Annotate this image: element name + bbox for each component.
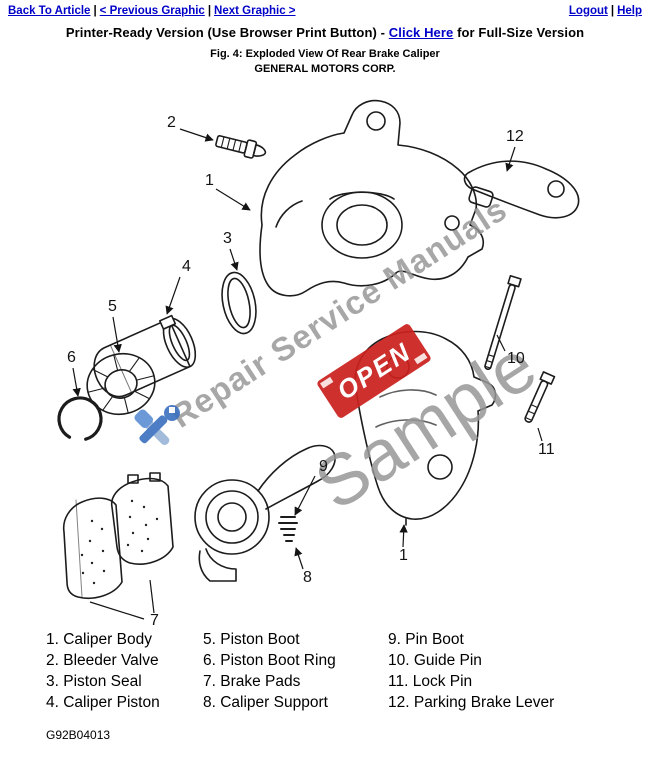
legend-item: 8. Caliper Support [203, 694, 328, 711]
exploded-diagram: Repair Service Manuals Sample OPEN [57, 99, 580, 629]
figure-caption: Fig. 4: Exploded View Of Rear Brake Cali… [210, 48, 440, 60]
caliper-support-inner-part [194, 444, 336, 582]
page: Back To Article|< Previous Graphic|Next … [0, 0, 650, 742]
piston-boot-ring-part [57, 396, 103, 442]
callout-leaders [72, 128, 543, 620]
parking-brake-lever-part [463, 160, 580, 219]
callout-part-6: 6 [67, 349, 76, 366]
help-link[interactable]: Help [617, 5, 642, 17]
title-prefix: Printer-Ready Version (Use Browser Print… [65, 25, 389, 40]
tools-watermark-icon [134, 405, 180, 446]
full-size-version-link[interactable]: Click Here [388, 25, 454, 40]
separator: | [610, 5, 615, 17]
legend-column-3: 9. Pin Boot 10. Guide Pin 11. Lock Pin 1… [388, 629, 554, 713]
parts-legend: 1. Caliper Body 2. Bleeder Valve 3. Pist… [0, 629, 650, 713]
piston-seal-part [221, 271, 257, 335]
separator: | [93, 5, 97, 17]
callout-part-8: 8 [303, 569, 312, 586]
page-title: Printer-Ready Version (Use Browser Print… [0, 25, 650, 40]
callout-part-11: 11 [538, 441, 555, 458]
brake-pad-inner-part [110, 472, 174, 565]
legend-item: 4. Caliper Piston [46, 694, 160, 711]
legend-column-2: 5. Piston Boot 6. Piston Boot Ring 7. Br… [203, 629, 388, 713]
callout-part-12: 12 [506, 128, 524, 145]
back-to-article-link[interactable]: Back To Article [8, 5, 91, 17]
legend-item: 11. Lock Pin [388, 673, 473, 690]
previous-graphic-link[interactable]: < Previous Graphic [99, 5, 205, 17]
callout-part-1b: 1 [399, 547, 408, 564]
callout-part-2: 2 [167, 114, 176, 131]
legend-item: 10. Guide Pin [388, 652, 482, 669]
separator: | [207, 5, 212, 17]
callout-part-5: 5 [108, 298, 117, 315]
nav-left-group: Back To Article|< Previous Graphic|Next … [8, 5, 296, 17]
callout-part-1: 1 [205, 172, 214, 189]
callout-part-3: 3 [223, 230, 232, 247]
legend-item: 7. Brake Pads [203, 673, 301, 690]
guide-pin-part [484, 275, 522, 371]
callout-part-10: 10 [507, 350, 525, 367]
legend-item: 5. Piston Boot [203, 631, 300, 648]
legend-item: 2. Bleeder Valve [46, 652, 159, 669]
legend-item: 9. Pin Boot [388, 631, 464, 648]
diagram-area: Repair Service Manuals Sample OPEN [0, 77, 650, 629]
callout-part-9: 9 [319, 458, 328, 475]
top-navigation: Back To Article|< Previous Graphic|Next … [0, 0, 650, 19]
callout-part-4: 4 [182, 258, 191, 275]
lock-pin-part [524, 371, 556, 423]
piston-boot-part [86, 352, 156, 416]
logout-link[interactable]: Logout [568, 5, 608, 17]
title-suffix: for Full-Size Version [453, 25, 585, 40]
brake-pad-outer-part [62, 497, 123, 599]
drawing-code: G92B04013 [46, 728, 111, 742]
next-graphic-link[interactable]: Next Graphic > [214, 5, 296, 17]
company-name: GENERAL MOTORS CORP. [254, 63, 396, 75]
legend-item: 12. Parking Brake Lever [388, 694, 555, 711]
caliper-piston-part [93, 314, 197, 398]
callout-labels: 2 1 12 3 4 5 6 10 11 9 8 7 1 [67, 114, 555, 629]
legend-item: 6. Piston Boot Ring [203, 652, 336, 669]
nav-right-group: Logout|Help [569, 5, 642, 17]
caliper-body-part [259, 99, 485, 297]
callout-part-7: 7 [150, 612, 159, 629]
legend-item: 3. Piston Seal [46, 673, 142, 690]
pin-boot-part [278, 516, 298, 542]
legend-column-1: 1. Caliper Body 2. Bleeder Valve 3. Pist… [46, 629, 203, 713]
bleeder-valve-part [215, 134, 267, 159]
legend-item: 1. Caliper Body [46, 631, 152, 648]
